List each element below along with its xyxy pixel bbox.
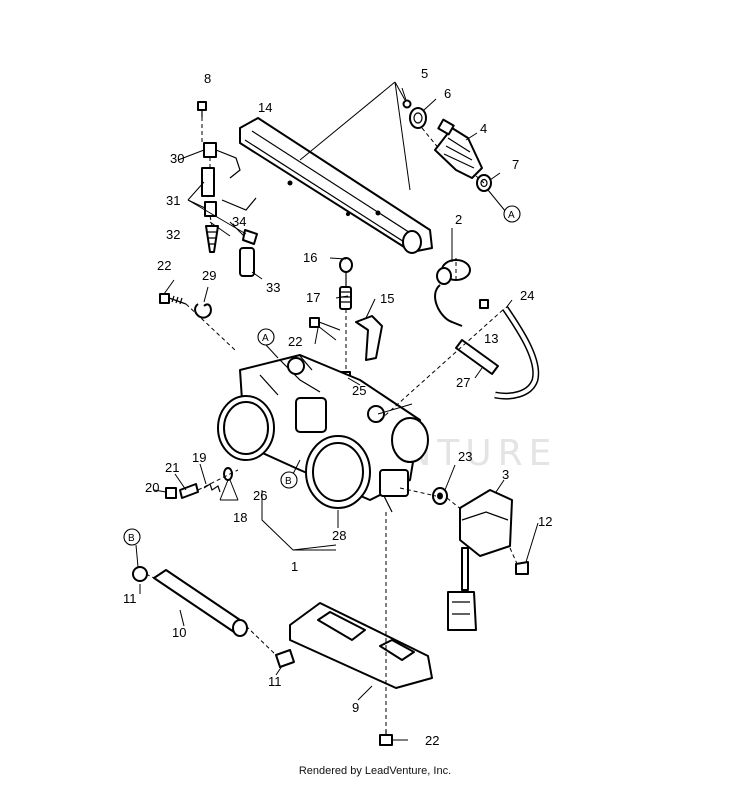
callout-6: 6 (444, 86, 451, 101)
reference-A-top: A (503, 205, 521, 223)
callout-18: 18 (233, 510, 247, 525)
spring-21[interactable] (179, 483, 199, 499)
mounting-bracket-9[interactable] (289, 602, 433, 689)
callout-23: 23 (458, 449, 472, 464)
injector-clip[interactable] (409, 107, 427, 129)
callout-22-mid: 22 (288, 334, 302, 349)
callout-22-bottom: 22 (425, 733, 439, 748)
callout-34: 34 (232, 214, 246, 229)
callout-2: 2 (455, 212, 462, 227)
callout-12: 12 (538, 514, 552, 529)
throttle-body-assembly[interactable] (217, 354, 429, 513)
callout-11-bottom: 11 (268, 674, 282, 689)
bracket-line-14 (299, 81, 411, 191)
callout-30: 30 (170, 151, 184, 166)
callout-27: 27 (456, 375, 470, 390)
retainer-34[interactable] (221, 197, 258, 245)
reference-B-left: B (123, 528, 141, 546)
hose-27[interactable] (455, 339, 499, 375)
svg-text:B: B (285, 476, 292, 487)
callout-26: 26 (253, 488, 267, 503)
vacuum-hose-24[interactable] (494, 306, 540, 400)
pressure-regulator[interactable] (434, 259, 471, 327)
callout-labels: 1 2 3 4 5 6 7 8 9 10 11 11 12 13 14 15 1… (123, 66, 552, 748)
footer-credit: Rendered by LeadVenture, Inc. (298, 765, 452, 777)
callout-22-left: 22 (157, 258, 171, 273)
screw-12[interactable] (515, 561, 529, 575)
throttle-position-sensor[interactable] (447, 489, 513, 631)
bolt-16[interactable] (339, 257, 353, 290)
spring-17[interactable] (339, 286, 352, 310)
fuel-injector[interactable] (434, 118, 483, 179)
callout-7: 7 (512, 157, 519, 172)
fuel-line[interactable] (153, 569, 248, 637)
fuel-rail[interactable] (239, 117, 433, 254)
callout-1: 1 (291, 559, 298, 574)
callout-9: 9 (352, 700, 359, 715)
callout-15: 15 (380, 291, 394, 306)
clamp-11-top[interactable] (132, 566, 148, 582)
callout-20: 20 (145, 480, 159, 495)
clamp-11-bottom[interactable] (275, 649, 295, 668)
reference-B-mid: B (280, 471, 298, 489)
callout-8: 8 (204, 71, 211, 86)
callout-31: 31 (166, 193, 180, 208)
injector-o-ring[interactable] (402, 99, 412, 109)
screw-8[interactable] (197, 101, 207, 117)
callout-32: 32 (166, 227, 180, 242)
callout-25: 25 (352, 383, 366, 398)
reference-A-mid: A (257, 328, 275, 346)
leader-lines (145, 117, 519, 730)
bracket-15[interactable] (355, 315, 383, 361)
callout-pointers (135, 87, 539, 741)
sleeve-31[interactable] (201, 167, 217, 217)
callout-10: 10 (172, 625, 186, 640)
spring-19[interactable] (203, 483, 221, 493)
callout-11-top: 11 (123, 591, 137, 606)
svg-text:A: A (508, 210, 515, 221)
bolt-22-left[interactable] (159, 293, 187, 305)
callout-28: 28 (332, 528, 346, 543)
callout-33: 33 (266, 280, 280, 295)
spring-32[interactable] (205, 225, 219, 253)
callout-5: 5 (421, 66, 428, 81)
callout-13: 13 (484, 331, 498, 346)
callout-17: 17 (306, 290, 320, 305)
callout-21: 21 (165, 460, 179, 475)
clip-29[interactable] (194, 303, 212, 319)
callout-29: 29 (202, 268, 216, 283)
svg-text:B: B (128, 533, 135, 544)
callout-4: 4 (480, 121, 487, 136)
callout-14: 14 (258, 100, 272, 115)
callout-16: 16 (303, 250, 317, 265)
svg-text:A: A (262, 333, 269, 344)
bolt-22-mid[interactable] (309, 317, 341, 331)
callout-24: 24 (520, 288, 534, 303)
bushing-33[interactable] (239, 247, 255, 277)
bolt-22-bottom[interactable] (379, 730, 393, 746)
screw-13[interactable] (479, 299, 489, 309)
washer-23[interactable] (432, 487, 448, 505)
callout-3: 3 (502, 467, 509, 482)
idle-screw-20[interactable] (165, 487, 177, 499)
callout-19: 19 (192, 450, 206, 465)
